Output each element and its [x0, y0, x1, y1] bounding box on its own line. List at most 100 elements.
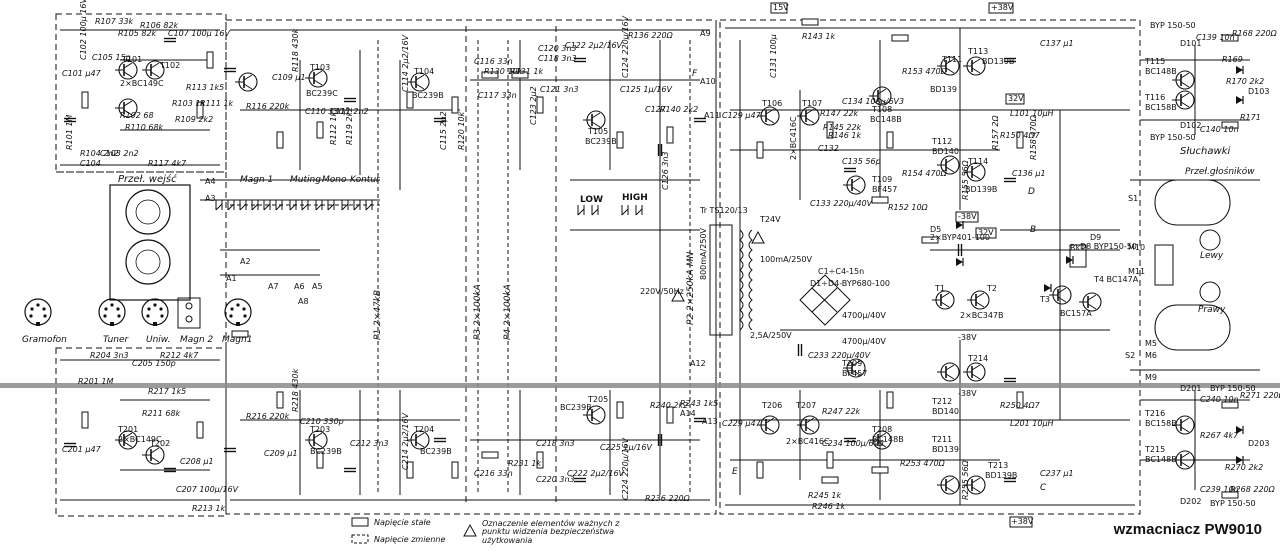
comp-r145: R145 22k: [823, 123, 862, 132]
filter-cap1: 4700μ/40V: [842, 311, 886, 320]
headphones-label: Słuchawki: [1180, 146, 1231, 157]
node-a1: A1: [226, 274, 237, 283]
comp-r271: R271 220Ω: [1240, 391, 1280, 400]
comp-t116-type: BC158B: [1145, 103, 1177, 112]
comp-d203: D203: [1248, 439, 1270, 448]
comp-t101: T101: [122, 55, 143, 64]
comp-r140: R140 2k2: [660, 105, 699, 114]
comp-t205: T205: [588, 395, 609, 404]
comp-r118: R118 430k: [291, 28, 300, 72]
comp-r268: R268 220Ω: [1230, 485, 1275, 494]
node-c: C: [1040, 483, 1047, 493]
comp-c220: C220 3n3: [536, 475, 575, 484]
comp-r131: R131 1k: [510, 67, 544, 76]
legend-dashed-label: Napięcie zmienne: [374, 535, 446, 544]
comp-c123: C123 2μ2: [529, 86, 538, 125]
comp-t201: T201: [118, 425, 139, 434]
bridge-label: D1÷D4-BYP680-100: [810, 279, 890, 288]
comp-r110: R110 68k: [125, 123, 164, 132]
comp-t104-type: BC239B: [412, 91, 444, 100]
comp-t103-type: BC239C: [306, 89, 338, 98]
comp-r217: R217 1k5: [148, 387, 187, 396]
comp-c117: C117 33n: [478, 91, 517, 100]
comp-r246: R246 1k: [812, 502, 846, 511]
comp-c101: C101 μ47: [62, 69, 101, 78]
comp-byp-4: BYP 150-50: [1210, 499, 1256, 508]
fuse2-label: 100mA/250V: [760, 255, 812, 264]
comp-t116: T116: [1145, 93, 1166, 102]
comp-t204: T204: [414, 425, 435, 434]
comp-byp-3: BYP 150-50: [1210, 384, 1256, 393]
comp-r253: R253 470Ω: [900, 459, 945, 468]
transistor-t3-label: T3: [1040, 295, 1050, 304]
comp-c208: C208 μ1: [180, 457, 214, 466]
legend-warning-label: Oznaczenie elementów ważnych z punktu wi…: [482, 519, 620, 545]
comp-c132: C132: [818, 144, 839, 153]
comp-c214: C214 2μ2/16V: [401, 412, 410, 470]
comp-r107: R107 33k: [95, 17, 134, 26]
rail-32v: 32V: [978, 228, 994, 237]
mains-label: 220V/50Hz: [640, 287, 684, 296]
node-a10: A10: [700, 77, 716, 86]
comp-t105-type: BC239B: [585, 137, 617, 146]
comp-t215: T215: [1145, 445, 1166, 454]
switch-kontur-label: Kontur: [350, 175, 380, 185]
comp-t201-type: 2×BC149C: [118, 435, 162, 444]
comp-t107: T107: [802, 99, 823, 108]
tuner-label: Tuner: [103, 335, 129, 345]
transistor-t4-label: T4 BC147A: [1094, 275, 1139, 284]
comp-t114: T114: [968, 157, 989, 166]
diode-d9-label: D9: [1090, 233, 1102, 242]
filter-cap2: 4700μ/40V: [842, 337, 886, 346]
comp-r255: R255 56Ω: [961, 460, 970, 500]
transistor-bc157-label: BC157A: [1060, 309, 1092, 318]
comp-t102: T102: [160, 61, 181, 70]
rail-minus38v-mid: -38V: [958, 333, 977, 342]
comp-r111: R111 1k: [200, 99, 234, 108]
comp-r211: R211 68k: [142, 409, 181, 418]
comp-c120: C120 3n3: [538, 44, 577, 53]
comp-t216-type: BC158B: [1145, 419, 1177, 428]
comp-t206: T206: [762, 401, 783, 410]
comp-t113: T113: [968, 47, 989, 56]
comp-c129: C129 μ47: [722, 111, 761, 120]
comp-t211: T211: [932, 435, 953, 444]
diode-d5-label: D5: [930, 225, 942, 234]
comp-c126: C126 3n3: [661, 151, 670, 190]
comp-t209: T209: [842, 359, 863, 368]
comp-t115-type: BC148B: [1145, 67, 1177, 76]
comp-l201: L201 10μH: [1010, 419, 1054, 428]
s1-label: S1: [1128, 194, 1139, 203]
comp-c116: C116 33n: [474, 57, 513, 66]
comp-c133: C133 220μ/40V: [810, 199, 873, 208]
comp-t203-type: BC239B: [310, 447, 342, 456]
comp-byp-1: BYP 150-50: [1150, 21, 1196, 30]
comp-r101: R101 1M: [65, 114, 74, 150]
node-a14: A14: [680, 409, 696, 418]
comp-c125: C125 1μ/16V: [620, 85, 672, 94]
comp-r243: R243 1k5: [680, 399, 719, 408]
uniw-label: Uniw.: [146, 335, 171, 345]
comp-r154: R154 470Ω: [902, 169, 947, 178]
node-a6: A6: [294, 282, 305, 291]
comp-r218: R218 430k: [291, 368, 300, 412]
comp-c207: C207 100μ/16V: [176, 485, 239, 494]
comp-c239: C239 10n: [1200, 485, 1239, 494]
comp-r130: R130 10k: [484, 67, 523, 76]
m5-label: M5: [1145, 339, 1157, 348]
comp-t207: T207: [796, 401, 817, 410]
relay-label: Rk1: [1070, 243, 1086, 252]
switch-low-label: LOW: [580, 195, 603, 205]
node-d: D: [1028, 187, 1035, 197]
rail-38v-bottom: +38V: [1011, 517, 1034, 526]
comp-r170: R170 2k2: [1226, 77, 1265, 86]
gramofon-label: Gramofon: [22, 335, 67, 345]
node-a5: A5: [312, 282, 323, 291]
comp-c103: C103 2n2: [100, 149, 139, 158]
comp-c210: C210 330p: [300, 417, 344, 426]
bridge-cap-label: C1÷C4-15n: [818, 267, 865, 276]
comp-t216: T216: [1145, 409, 1166, 418]
comp-r120: R120 10k: [457, 111, 466, 150]
comp-t109-type: BF457: [872, 185, 898, 194]
comp-c127: C127: [645, 105, 666, 114]
